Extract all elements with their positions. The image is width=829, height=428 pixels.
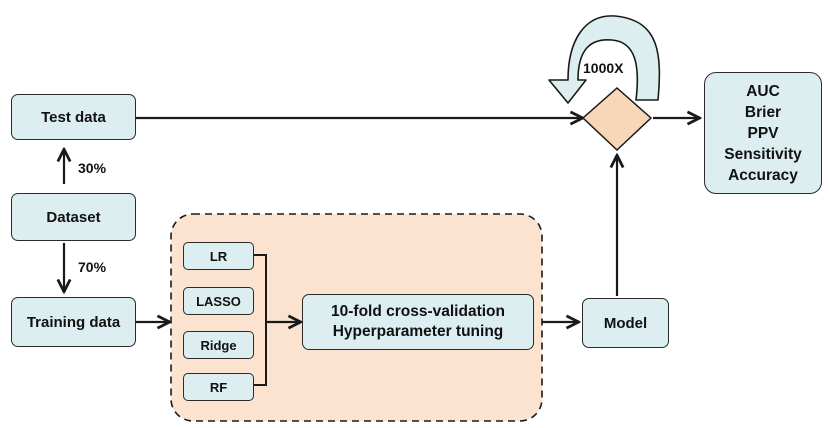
metric-auc: AUC [746, 82, 780, 100]
model-lr-box: LR [183, 242, 254, 270]
cross-validation-box: 10-fold cross-validation Hyperparameter … [302, 294, 534, 350]
model-box: Model [582, 298, 669, 348]
model-lasso-box: LASSO [183, 287, 254, 315]
model-ridge-box: Ridge [183, 331, 254, 359]
train-split-label: 70% [78, 259, 107, 275]
repeat-label: 1000X [583, 60, 624, 76]
metric-sensitivity: Sensitivity [724, 145, 802, 163]
training-data-box: Training data [11, 297, 136, 347]
model-ridge-label: Ridge [200, 337, 237, 353]
metric-accuracy: Accuracy [728, 166, 798, 184]
metric-ppv: PPV [747, 124, 779, 142]
model-lr-label: LR [209, 248, 228, 264]
model-lasso-label: LASSO [196, 293, 241, 309]
test-data-label: Test data [41, 108, 106, 126]
metrics-box: AUC Brier PPV Sensitivity Accuracy [704, 72, 822, 194]
dataset-label: Dataset [46, 208, 101, 226]
training-data-label: Training data [26, 313, 121, 331]
evaluation-diamond [581, 86, 653, 152]
test-split-label: 30% [78, 160, 107, 176]
metric-brier: Brier [744, 103, 782, 121]
model-label: Model [603, 314, 648, 332]
cv-line-2: Hyperparameter tuning [332, 323, 504, 340]
repeat-loop-arrow [548, 15, 661, 104]
model-rf-label: RF [209, 379, 228, 395]
cv-line-1: 10-fold cross-validation [331, 303, 505, 320]
test-data-box: Test data [11, 94, 136, 140]
models-bracket [254, 254, 267, 386]
model-rf-box: RF [183, 373, 254, 401]
dataset-box: Dataset [11, 193, 136, 241]
